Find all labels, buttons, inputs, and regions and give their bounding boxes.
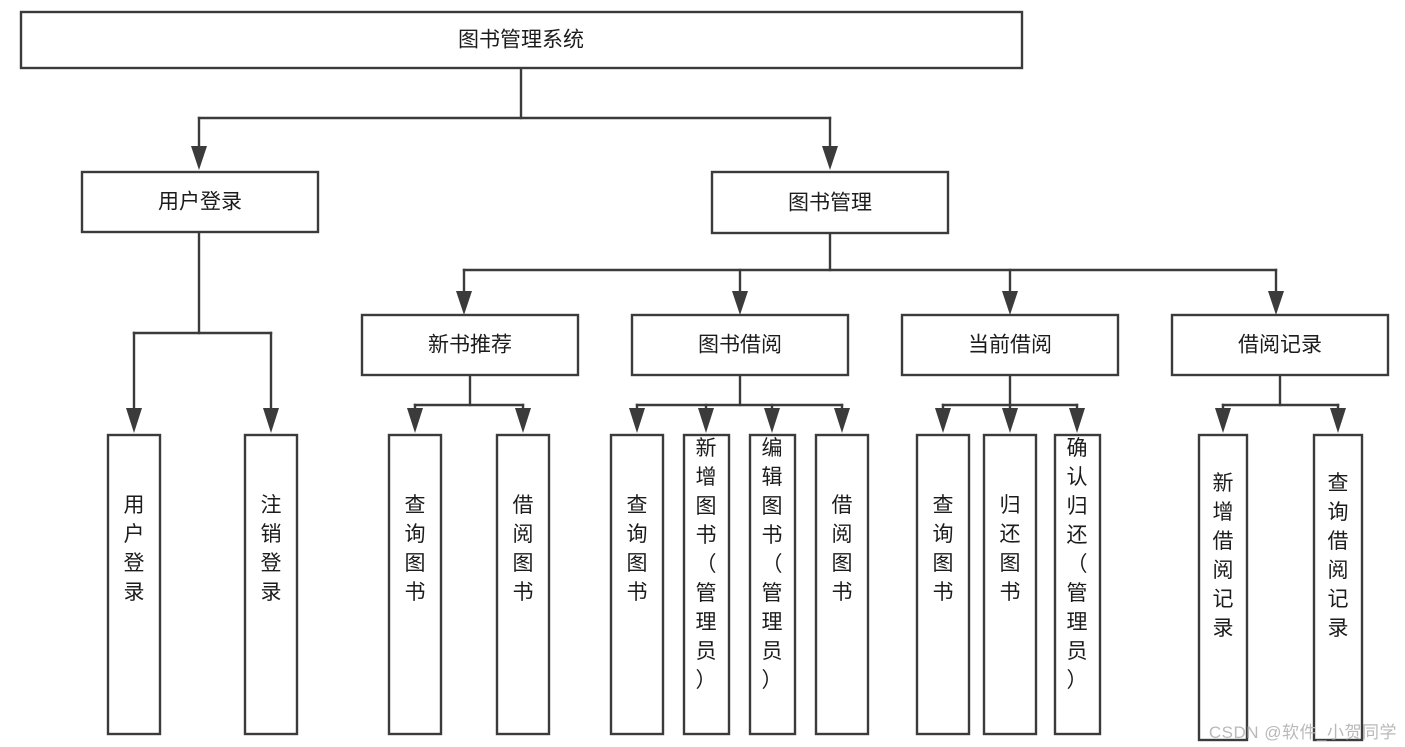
leaf-borrow-book-1-box[interactable] [495, 433, 551, 736]
arrow-head-leaf-user-login [126, 408, 142, 433]
arrow-head-leaf-query-book-3 [935, 408, 951, 433]
arrow-head-current-borrow [1002, 291, 1018, 315]
arrow-head-leaf-add-record [1215, 408, 1231, 433]
arrow-head-leaf-edit-book [764, 408, 780, 433]
node-new-book-recommend-box[interactable] [360, 313, 580, 377]
leaf-edit-book[interactable]: 编辑图书（管理员） [748, 433, 797, 736]
leaf-add-book-label: 新增图书（管理员） [696, 437, 717, 692]
node-root-box[interactable] [19, 10, 1024, 70]
node-borrow-record-box[interactable] [1170, 313, 1390, 377]
arrow-head-leaf-query-book-1 [407, 408, 423, 433]
leaf-add-record-box[interactable] [1197, 433, 1249, 742]
leaf-borrow-book-2[interactable]: 借阅图书 [814, 433, 870, 736]
leaf-confirm-return-box[interactable] [1053, 433, 1102, 736]
arrow-head-leaf-query-book-2 [629, 408, 645, 433]
node-book-borrow[interactable]: 图书借阅 [630, 313, 850, 377]
node-new-book-recommend-label: 新书推荐 [428, 334, 512, 357]
arrow-head-leaf-add-book [698, 408, 714, 433]
connector-layer [126, 66, 1346, 433]
arrow-head-book-management [822, 146, 838, 170]
node-borrow-record-label: 借阅记录 [1238, 334, 1322, 357]
leaf-query-book-2[interactable]: 查询图书 [609, 433, 665, 736]
leaf-logout[interactable]: 注销登录 [243, 433, 299, 736]
node-current-borrow-box[interactable] [900, 313, 1120, 377]
node-current-borrow-label: 当前借阅 [968, 334, 1052, 357]
node-root[interactable]: 图书管理系统 [19, 10, 1024, 70]
arrow-head-leaf-borrow-book-1 [515, 408, 531, 433]
node-user-login-label: 用户登录 [158, 191, 242, 214]
leaf-query-book-1[interactable]: 查询图书 [387, 433, 443, 736]
leaf-logout-box[interactable] [243, 433, 299, 736]
leaf-add-record[interactable]: 新增借阅记录 [1197, 433, 1249, 742]
arrow-head-leaf-borrow-book-2 [834, 408, 850, 433]
leaf-query-book-3-box[interactable] [915, 433, 971, 736]
leaf-query-book-2-box[interactable] [609, 433, 665, 736]
leaf-borrow-book-2-box[interactable] [814, 433, 870, 736]
leaf-query-record-box[interactable] [1312, 433, 1364, 742]
node-user-login[interactable]: 用户登录 [80, 170, 320, 234]
leaf-user-login-box[interactable] [106, 433, 162, 736]
leaf-user-login-label: 用户登录 [124, 494, 145, 604]
leaf-query-record-label: 查询借阅记录 [1328, 472, 1349, 640]
leaf-return-book-label: 归还图书 [1000, 494, 1021, 604]
leaf-edit-book-box[interactable] [748, 433, 797, 736]
arrow-head-leaf-logout [263, 408, 279, 433]
leaf-query-book-1-label: 查询图书 [405, 494, 426, 604]
node-book-borrow-label: 图书借阅 [698, 334, 782, 357]
node-book-management[interactable]: 图书管理 [710, 170, 950, 235]
leaf-borrow-book-1[interactable]: 借阅图书 [495, 433, 551, 736]
leaf-query-record[interactable]: 查询借阅记录 [1312, 433, 1364, 742]
leaf-return-book-box[interactable] [982, 433, 1038, 736]
leaf-confirm-return-label: 确认归还（管理员） [1067, 437, 1088, 692]
arrow-head-leaf-query-record [1330, 408, 1346, 433]
leaf-add-book[interactable]: 新增图书（管理员） [682, 433, 731, 736]
node-user-login-box[interactable] [80, 170, 320, 234]
arrow-head-leaf-confirm-return [1069, 408, 1085, 433]
leaf-query-book-1-box[interactable] [387, 433, 443, 736]
leaf-user-login[interactable]: 用户登录 [106, 433, 162, 736]
arrow-head-user-login [191, 146, 207, 170]
leaf-add-record-label: 新增借阅记录 [1213, 472, 1234, 640]
csdn-watermark: CSDN @软件_小贺同学 [1208, 723, 1397, 742]
leaf-logout-label: 注销登录 [261, 494, 282, 604]
leaf-borrow-book-2-label: 借阅图书 [832, 494, 853, 604]
leaf-query-book-3-label: 查询图书 [933, 494, 954, 604]
arrow-head-new-book-recommend [456, 291, 472, 315]
arrow-head-book-borrow [732, 291, 748, 315]
node-current-borrow[interactable]: 当前借阅 [900, 313, 1120, 377]
leaf-query-book-2-label: 查询图书 [627, 494, 648, 604]
node-book-management-label: 图书管理 [788, 192, 872, 215]
leaf-query-book-3[interactable]: 查询图书 [915, 433, 971, 736]
leaf-edit-book-label: 编辑图书（管理员） [762, 437, 783, 692]
arrow-head-borrow-record [1268, 291, 1284, 315]
node-book-borrow-box[interactable] [630, 313, 850, 377]
leaf-confirm-return[interactable]: 确认归还（管理员） [1053, 433, 1102, 736]
node-root-label: 图书管理系统 [458, 29, 584, 52]
leaf-add-book-box[interactable] [682, 433, 731, 736]
leaf-return-book[interactable]: 归还图书 [982, 433, 1038, 736]
node-book-management-box[interactable] [710, 170, 950, 235]
node-new-book-recommend[interactable]: 新书推荐 [360, 313, 580, 377]
leaf-borrow-book-1-label: 借阅图书 [513, 494, 534, 604]
node-borrow-record[interactable]: 借阅记录 [1170, 313, 1390, 377]
arrow-head-leaf-return-book [1002, 408, 1018, 433]
